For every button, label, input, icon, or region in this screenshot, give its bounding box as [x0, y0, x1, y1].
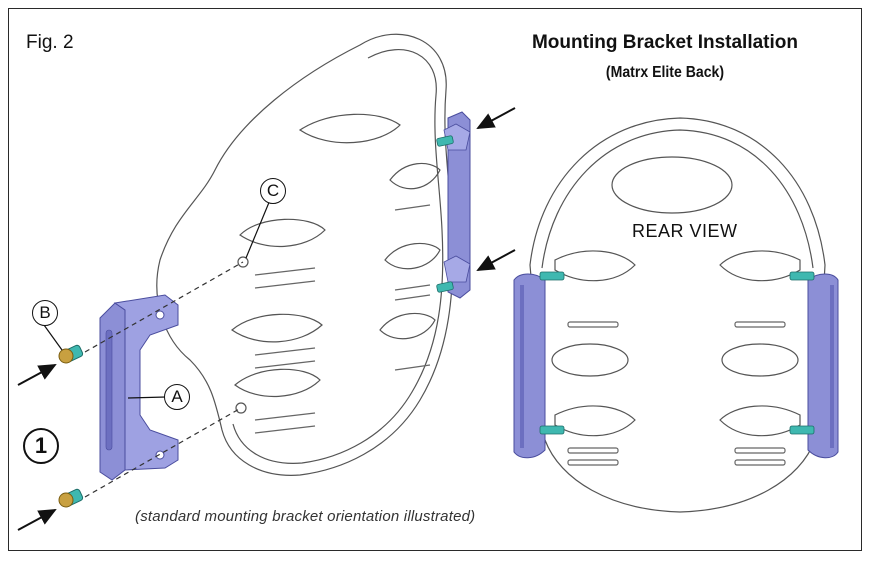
backrest-contour-4	[234, 368, 321, 397]
backrest-contour-6	[384, 242, 441, 270]
backrest-inner-rim	[232, 49, 444, 464]
backrest-perspective	[156, 33, 454, 476]
backrest-contour-3	[231, 313, 323, 343]
installed-bracket-side	[436, 111, 471, 299]
step-number: 1	[23, 428, 59, 464]
backrest-rear-view	[529, 117, 826, 513]
rear-mid-pad-left	[551, 343, 629, 377]
rear-mid-pad-right	[721, 343, 799, 377]
callout-c: C	[260, 178, 286, 204]
rear-outline	[529, 117, 826, 513]
rear-bracket-right	[807, 273, 839, 459]
bracket-a	[99, 294, 179, 481]
figure-subtitle: (Matrx Elite Back)	[605, 64, 725, 81]
backrest-contour-7	[379, 312, 436, 340]
figure-label: Fig. 2	[26, 32, 74, 53]
figure-title: Mounting Bracket Installation	[531, 32, 799, 53]
callout-leaders	[43, 199, 271, 399]
backrest-contour-1	[298, 113, 401, 144]
rear-view-label: REAR VIEW	[632, 221, 738, 241]
rear-top-pad	[611, 156, 733, 214]
rear-lower-left-shape	[554, 405, 636, 437]
figure-frame	[8, 8, 862, 551]
mount-hole-lower	[235, 402, 247, 414]
backrest-contour-2	[239, 218, 326, 247]
rear-slots	[567, 321, 786, 466]
rear-bracket-left	[513, 273, 546, 459]
bolt-b-lower	[58, 488, 84, 508]
backrest-slots	[254, 204, 431, 434]
backrest-outline	[156, 33, 454, 476]
callout-a: A	[164, 384, 190, 410]
rear-upper-left-shape	[554, 250, 636, 282]
rear-inner-rim	[541, 129, 814, 269]
insertion-arrows	[17, 107, 516, 531]
rear-lower-right-shape	[719, 405, 801, 437]
rear-bolts	[539, 271, 815, 435]
callout-b: B	[32, 300, 58, 326]
mount-hole-upper	[237, 256, 249, 268]
bolt-b-upper	[58, 344, 84, 364]
figure-caption: (standard mounting bracket orientation i…	[135, 508, 476, 525]
rear-upper-right-shape	[719, 250, 801, 282]
backrest-contour-5	[389, 162, 441, 190]
alignment-lines	[84, 261, 244, 498]
